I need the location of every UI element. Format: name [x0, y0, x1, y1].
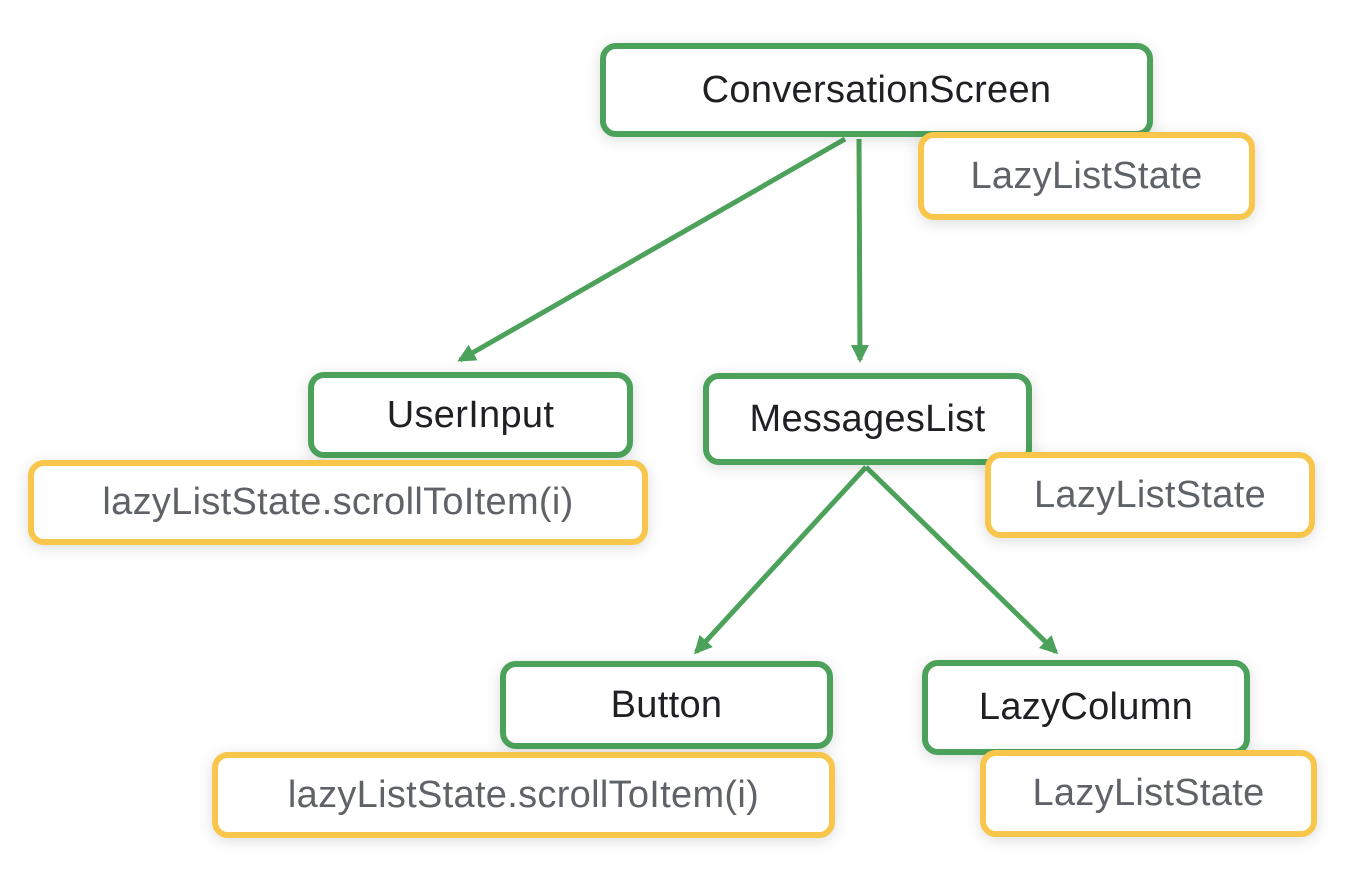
node-lazy-column: LazyColumn [922, 660, 1250, 755]
state-label: LazyListState [1033, 473, 1267, 516]
edge-messageslist-to-button [693, 465, 868, 655]
node-messages-list: MessagesList [703, 373, 1032, 465]
edge-conversationscreen-to-userinput [457, 136, 847, 363]
node-messages-list-label: MessagesList [749, 397, 986, 440]
state-button-scrolltoitem: lazyListState.scrollToItem(i) [212, 752, 835, 838]
node-user-input-label: UserInput [386, 393, 555, 436]
state-label: LazyListState [1032, 772, 1265, 814]
node-conversation-screen: ConversationScreen [600, 43, 1153, 137]
state-lazy-column-lazyliststate: LazyListState [980, 750, 1317, 837]
state-label: lazyListState.scrollToItem(i) [102, 481, 574, 523]
state-user-input-scrolltoitem: lazyListState.scrollToItem(i) [28, 460, 648, 545]
state-label: lazyListState.scrollToItem(i) [287, 773, 760, 816]
edge-conversationscreen-to-messageslist [850, 138, 869, 363]
node-button: Button [500, 661, 833, 749]
edge-messageslist-to-lazycolumn [864, 465, 1059, 655]
state-messages-list-lazyliststate: LazyListState [985, 452, 1315, 538]
state-conversation-screen-lazyliststate: LazyListState [918, 132, 1255, 220]
node-button-label: Button [610, 683, 723, 726]
node-user-input: UserInput [308, 372, 633, 458]
node-conversation-screen-label: ConversationScreen [701, 68, 1052, 111]
node-lazy-column-label: LazyColumn [978, 686, 1194, 728]
state-label: LazyListState [970, 154, 1203, 197]
